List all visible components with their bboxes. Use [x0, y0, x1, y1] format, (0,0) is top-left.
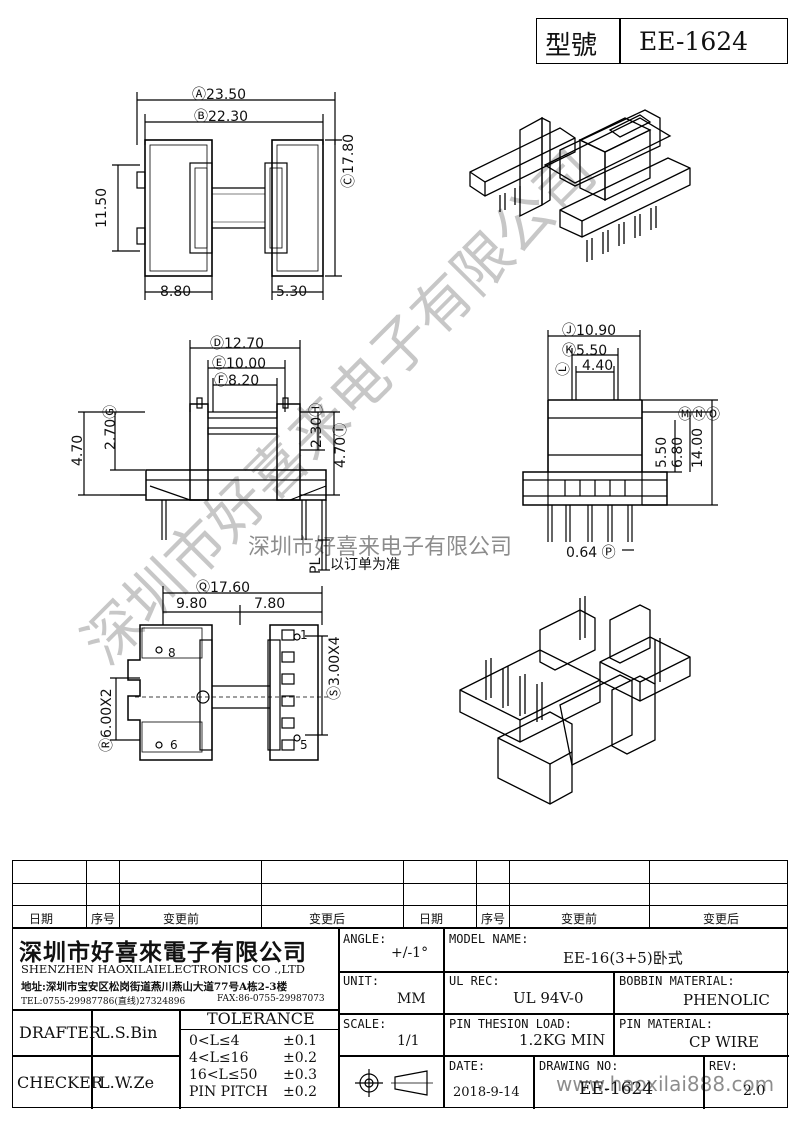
date-value: 2018-9-14: [453, 1085, 520, 1100]
watermark-mid: 深圳市好喜来电子有限公司: [248, 535, 513, 560]
dim-e: Ⓔ10.00: [212, 356, 267, 372]
angle-value: +/-1°: [391, 945, 429, 961]
dim-j: Ⓙ10.90: [562, 323, 617, 339]
tolerance-label: TOLERANCE: [207, 1009, 315, 1028]
rev-value: 2.0: [743, 1083, 766, 1099]
bobbin-material-label: BOBBIN MATERIAL:: [619, 974, 735, 988]
dim-14-00: 14.00: [690, 427, 706, 468]
tol-value-3: ±0.3: [283, 1067, 317, 1083]
tol-value-4: ±0.2: [283, 1084, 317, 1100]
rev-header-after-2: 变更后: [703, 912, 740, 926]
ul-rec-label: UL REC:: [449, 974, 500, 988]
pin-label-1: 1: [300, 628, 308, 642]
pin-material-value: CP WIRE: [689, 1033, 759, 1051]
dim-g: 2.70Ⓖ: [103, 404, 119, 450]
model-header-value: EE-1624: [639, 27, 749, 56]
checker-value: L.W.Ze: [99, 1073, 155, 1092]
dim-4-70-left: 4.70: [70, 434, 86, 466]
date-label: DATE:: [449, 1059, 486, 1073]
technical-drawing: [78, 92, 718, 805]
rev-header-before: 变更前: [163, 912, 200, 926]
pin-label-8: 8: [168, 646, 176, 660]
title-block: 深圳市好喜來電子有限公司 SHENZHEN HAOXILAIELECTRONIC…: [12, 928, 789, 1109]
divider: [619, 19, 621, 63]
dim-5-50-side: 5.50: [654, 436, 670, 468]
pl-note: 以订单为准: [330, 557, 400, 573]
tol-range-1: 0<L≤4: [189, 1033, 240, 1049]
dim-8-80: 8.80: [160, 284, 192, 300]
rev-header-after: 变更后: [309, 912, 346, 926]
dim-b: Ⓑ22.30: [194, 109, 249, 125]
dim-7-80: 7.80: [254, 596, 286, 612]
rev-header-no-2: 序号: [481, 912, 506, 926]
drafter-value: L.S.Bin: [99, 1023, 158, 1042]
dim-mno: ⓂⓃⓄ: [678, 407, 720, 423]
watermark-url: www.haoxilai888.com: [556, 1072, 775, 1096]
pin-label-6: 6: [170, 738, 178, 752]
rev-header-date-2: 日期: [419, 912, 444, 926]
unit-label: UNIT:: [343, 974, 380, 988]
tol-value-2: ±0.2: [283, 1050, 317, 1066]
dim-q: Ⓠ17.60: [196, 580, 251, 596]
dim-9-80: 9.80: [176, 596, 208, 612]
model-header: 型號 EE-1624: [536, 18, 788, 64]
rev-header-date: 日期: [29, 912, 54, 926]
pin-label-5: 5: [300, 738, 308, 752]
rev-label: REV:: [709, 1059, 738, 1073]
dim-l-mark: Ⓛ: [556, 362, 572, 376]
angle-label: ANGLE:: [343, 932, 387, 946]
drawing-no-label: DRAWING NO:: [539, 1059, 619, 1073]
projection-symbol-icon: [355, 1069, 433, 1097]
pin-load-label: PIN THESION LOAD:: [449, 1017, 572, 1031]
dim-d: Ⓓ12.70: [210, 336, 265, 352]
dim-c: Ⓒ17.80: [341, 133, 357, 188]
model-name-value: EE-16(3+5)卧式: [563, 949, 683, 967]
dim-11-50: 11.50: [94, 187, 110, 228]
pin-load-value: 1.2KG MIN: [519, 1031, 606, 1049]
company-fax: FAX:86-0755-29987073: [217, 994, 325, 1004]
scale-value: 1/1: [397, 1033, 420, 1049]
tol-range-4: PIN PITCH: [189, 1084, 268, 1100]
pin-material-label: PIN MATERIAL:: [619, 1017, 713, 1031]
bottom-view: [110, 586, 330, 761]
unit-value: MM: [397, 991, 426, 1007]
front-view: [78, 340, 340, 571]
company-address: 地址:深圳市宝安区松岗街道燕川燕山大道77号A栋2-3楼: [21, 981, 288, 993]
company-name-en: SHENZHEN HAOXILAIELECTRONICS CO .,LTD: [21, 962, 305, 976]
side-view: [522, 330, 718, 551]
revision-table: 日期 序号 变更前 变更后 日期 序号 变更前 变更后: [12, 860, 788, 928]
isometric-view-top: [469, 109, 691, 262]
rev-header-before-2: 变更前: [561, 912, 598, 926]
dim-r: Ⓡ6.00X2: [99, 688, 115, 752]
model-header-label: 型號: [545, 31, 598, 61]
rev-header-no: 序号: [91, 912, 116, 926]
tol-value-1: ±0.1: [283, 1033, 317, 1049]
model-name-label: MODEL NAME:: [449, 932, 529, 946]
checker-label: CHECKER: [17, 1073, 103, 1092]
dim-l: 4.40: [582, 358, 614, 374]
dim-f: Ⓕ8.20: [214, 373, 260, 389]
dim-p: 0.64 Ⓟ: [566, 545, 616, 561]
company-name-cn: 深圳市好喜來電子有限公司: [19, 939, 307, 966]
scale-label: SCALE:: [343, 1017, 387, 1031]
drafter-label: DRAFTER: [19, 1023, 101, 1042]
top-view: [112, 92, 342, 300]
drawing-no-value: EE-1624: [579, 1079, 654, 1099]
dim-s: Ⓢ3.00X4: [327, 636, 343, 700]
tol-range-2: 4<L≤16: [189, 1050, 249, 1066]
dim-k: Ⓚ5.50: [562, 343, 608, 359]
bobbin-material-value: PHENOLIC: [683, 991, 770, 1009]
ul-rec-value: UL 94V-0: [513, 989, 584, 1007]
isometric-view-bottom: [459, 596, 691, 805]
tol-range-3: 16<L≤50: [189, 1067, 258, 1083]
company-tel: TEL:0755-29987786(直线)27324896: [21, 997, 186, 1007]
dim-6-80: 6.80: [670, 436, 686, 468]
dim-5-30: 5.30: [276, 284, 308, 300]
dim-a: Ⓐ23.50: [192, 87, 247, 103]
